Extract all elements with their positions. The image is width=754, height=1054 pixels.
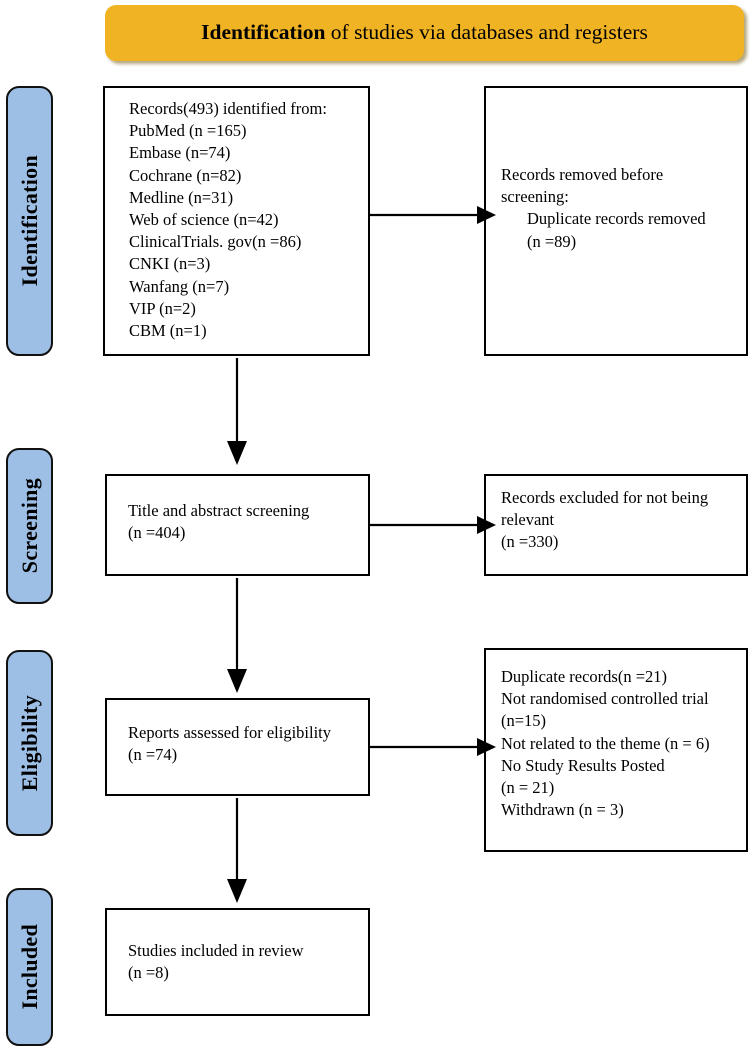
box-records-identified: Records(493) identified from: PubMed (n …: [103, 86, 370, 356]
header-rest-text: of studies via databases and registers: [325, 20, 648, 45]
box-reports-assessed-for-eligibility: Reports assessed for eligibility (n =74): [105, 698, 370, 796]
box-records-removed-text: Records removed before screening:Duplicat…: [501, 164, 742, 253]
stage-label-screening: Screening: [16, 478, 42, 574]
records-removed-line2: screening:: [501, 187, 569, 207]
header-emphasis-text: Identification: [201, 20, 326, 45]
box-records-excluded: Records excluded for not being relevant …: [484, 474, 748, 576]
stage-pill-eligibility: Eligibility: [6, 650, 53, 836]
connector-identified-to-removed: [370, 206, 496, 224]
box-title-and-abstract-screening: Title and abstract screening (n =404): [105, 474, 370, 576]
box-studies-included-text: Studies included in review (n =8): [128, 941, 304, 983]
diagram-header-title: Identification of studies via databases …: [201, 20, 648, 45]
records-removed-line1: Records removed before: [501, 165, 664, 184]
box-records-excluded-text: Records excluded for not being relevant …: [501, 488, 709, 552]
box-studies-included-in-review: Studies included in review (n =8): [105, 908, 370, 1016]
connector-screening-to-excluded: [370, 516, 496, 534]
stage-label-identification: Identification: [16, 155, 42, 287]
stage-pill-included: Included: [6, 888, 53, 1046]
stage-label-included: Included: [16, 924, 42, 1010]
box-records-identified-text: Records(493) identified from: PubMed (n …: [129, 99, 327, 340]
connector-eligibility-to-included: [227, 798, 247, 903]
connector-screening-to-eligibility: [227, 578, 247, 693]
box-reports-excluded-with-reasons: Duplicate records(n =21) Not randomised …: [484, 648, 748, 852]
box-records-removed-before-screening: Records removed before screening:Duplicat…: [484, 86, 748, 356]
box-reports-excluded-text: Duplicate records(n =21) Not randomised …: [501, 667, 710, 820]
connector-eligibility-to-excluded: [370, 738, 496, 756]
records-removed-line3: Duplicate records removed: [527, 209, 706, 229]
connector-identified-to-screening: [227, 358, 247, 465]
box-title-abstract-text: Title and abstract screening (n =404): [128, 501, 310, 543]
records-removed-line4: (n =89): [527, 231, 577, 251]
stage-pill-screening: Screening: [6, 448, 53, 604]
stage-pill-identification: Identification: [6, 86, 53, 356]
box-reports-assessed-text: Reports assessed for eligibility (n =74): [128, 723, 332, 765]
diagram-header-banner: Identification of studies via databases …: [105, 5, 744, 61]
stage-label-eligibility: Eligibility: [16, 694, 42, 792]
